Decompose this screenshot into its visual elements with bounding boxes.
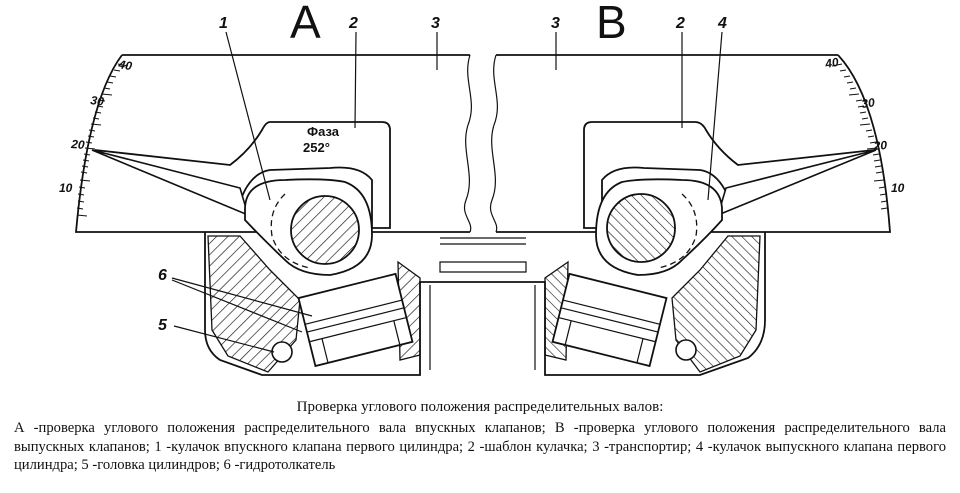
template-phase-word: Фаза	[307, 124, 340, 139]
callout-2-left: 2	[348, 15, 358, 32]
scale-left	[76, 63, 129, 217]
hydraulic-tappet-right	[551, 272, 668, 368]
view-label-b: B	[596, 0, 627, 48]
cam-template-left	[94, 121, 391, 229]
template-phase-value: 252°	[303, 140, 330, 155]
leader-lines	[171, 31, 723, 353]
figure-legend: А -проверка углового положения распредел…	[14, 420, 946, 473]
scale-left-30: 30	[90, 93, 105, 109]
camshaft-right	[606, 193, 676, 263]
oil-channel-right	[675, 339, 697, 361]
callout-4: 4	[717, 15, 727, 32]
callout-6: 6	[158, 267, 167, 284]
callout-3-left: 3	[431, 15, 440, 32]
oil-channel-left	[271, 341, 293, 363]
scale-left-40: 40	[116, 57, 133, 73]
pointer-left	[91, 149, 250, 217]
callout-2-right: 2	[675, 15, 685, 32]
scale-right-30: 30	[860, 95, 875, 111]
scale-right-20: 20	[872, 138, 888, 153]
callout-3-right: 3	[551, 15, 560, 32]
figure-title: Проверка углового положения распределите…	[296, 399, 664, 415]
camshaft-left	[290, 195, 360, 265]
scale-left-20: 20	[70, 137, 86, 152]
scale-left-10: 10	[59, 181, 73, 195]
view-label-a: A	[290, 0, 321, 48]
camshaft-check-diagram: 40 30 20 10 40 30 20 10	[59, 0, 905, 376]
break-line-left	[464, 54, 472, 233]
scale-right-40: 40	[823, 55, 840, 71]
scale-right	[831, 63, 888, 210]
hydraulic-tappet-left	[297, 272, 414, 368]
protractor-left	[75, 54, 470, 233]
callout-5: 5	[158, 317, 168, 334]
break-line-right	[490, 54, 498, 233]
protractor-right	[496, 54, 891, 233]
cylinder-head	[204, 232, 766, 376]
callout-1: 1	[219, 15, 228, 32]
pointer-right	[716, 149, 877, 217]
scale-right-10: 10	[891, 181, 905, 195]
